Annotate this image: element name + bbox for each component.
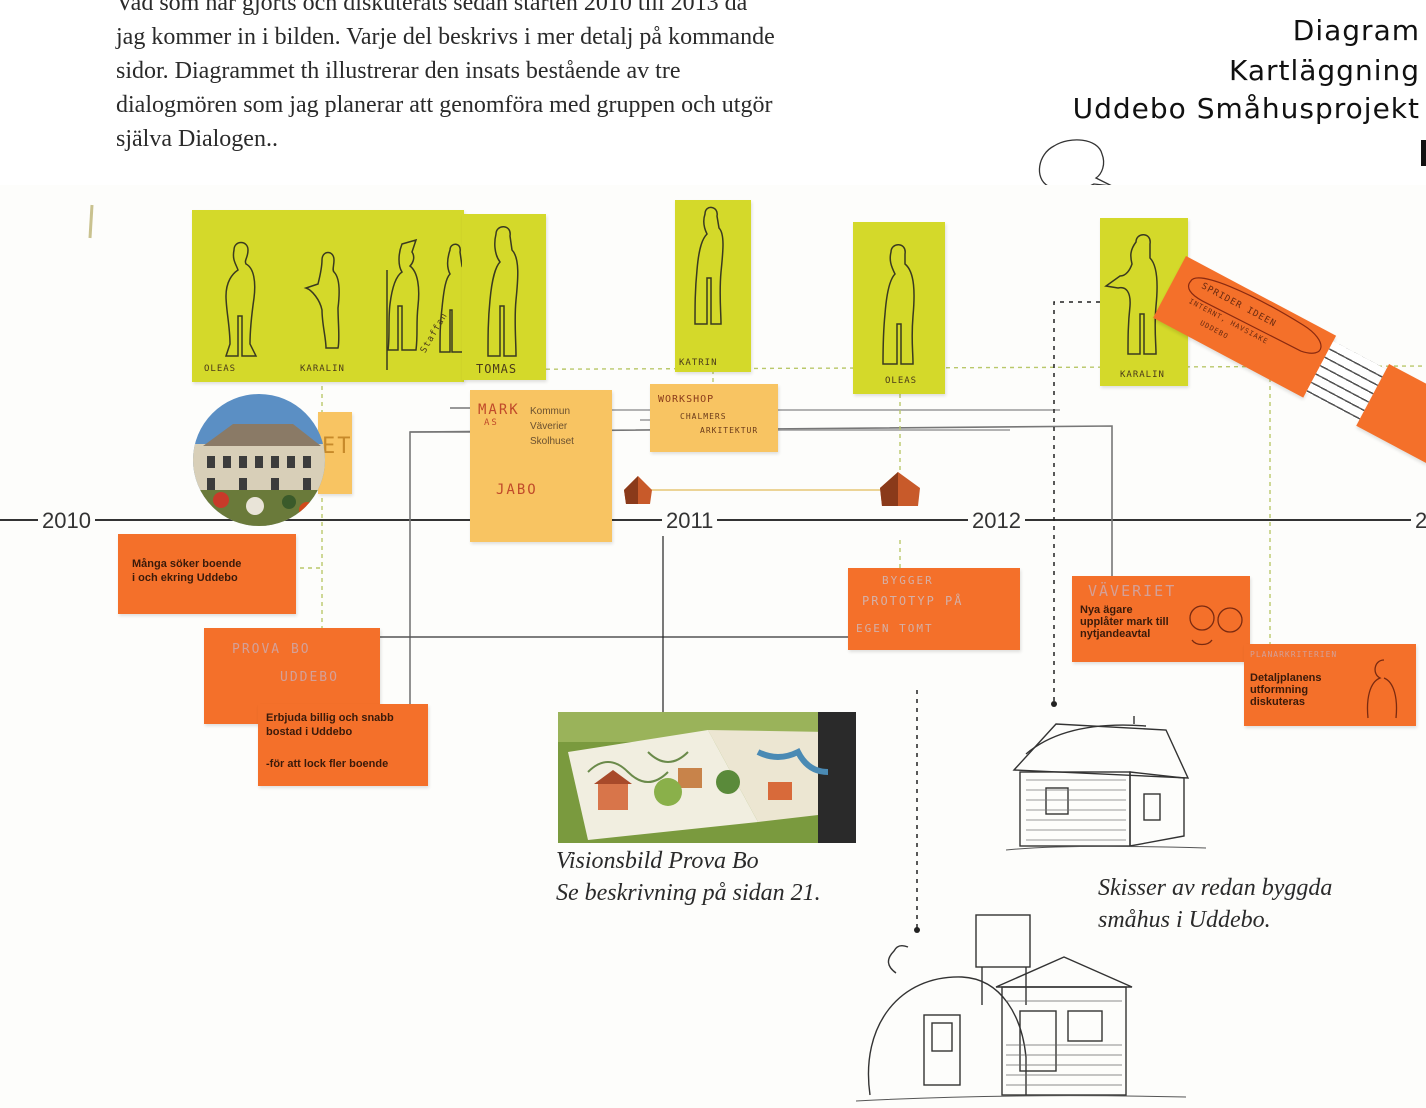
bygger-note: BYGGER PROTOTYP PÅ EGEN TOMT — [848, 568, 1020, 650]
bygger-text: BYGGER — [882, 574, 934, 587]
prova-detail-text: -för att lock fler boende — [266, 758, 389, 770]
person-sketch-icon — [882, 244, 915, 365]
prova-title: UDDEBO — [280, 670, 339, 685]
prova-detail-text: bostad i Uddebo — [266, 726, 353, 738]
person-label: OLEAS — [204, 364, 237, 374]
vision-image — [558, 712, 856, 843]
year-label: 2012 — [968, 508, 1025, 534]
small-house-icon — [880, 472, 920, 506]
sprider-group: SPRIDER IDEEN INTERNT, HAVSIAKE UDDEBO — [1083, 256, 1426, 591]
prova-bo-detail-note: Erbjuda billig och snabb bostad i Uddebo… — [258, 704, 428, 786]
prova-title: PROVA BO — [232, 642, 311, 657]
bygger-text: EGEN TOMT — [856, 622, 934, 635]
intro-line: Vad som har gjorts och diskuterats sedan… — [116, 0, 748, 16]
house-sketch-drawing — [1006, 716, 1207, 851]
et-note-text: ET — [322, 434, 353, 459]
plan-text: diskuteras — [1250, 696, 1306, 708]
caption-line: Skisser av redan byggda — [1098, 875, 1333, 901]
workshop-label: WORKSHOP — [658, 394, 715, 405]
speech-bubble-icon — [1187, 277, 1322, 354]
intro-line: sidor. Diagrammet th illustrerar den ins… — [116, 58, 681, 84]
intro-line: själva Dialogen.. — [116, 126, 278, 152]
person-sketch-icon — [1366, 659, 1398, 719]
jabo-label: JABO — [496, 482, 538, 498]
prova-detail-text: Erbjuda billig och snabb — [266, 712, 394, 724]
intro-line: dialogmören som jag planerar att genomfö… — [116, 92, 773, 118]
workshop-sub: CHALMERS — [680, 412, 727, 421]
vision-sketch-image — [558, 712, 856, 843]
person-sketch-icon — [694, 206, 724, 325]
people-sketch-icon — [224, 238, 464, 370]
mark-item: Skolhuset — [530, 436, 574, 447]
person-label: KARALIN — [1120, 370, 1165, 380]
person-sketch-icon — [1104, 234, 1158, 355]
mark-item: Väverier — [530, 421, 568, 432]
planarkriterien-note: PLANARKRITERIEN Detaljplanens utformning… — [1244, 644, 1416, 726]
intro-line: jag kommer in i bilden. Varje del beskri… — [116, 24, 775, 50]
year-label: 2010 — [38, 508, 95, 534]
manga-text: i och ekring Uddebo — [132, 572, 238, 584]
person-note-tomas: TOMAS — [462, 214, 546, 380]
house-photo-circle — [193, 394, 325, 526]
person-label: KARALIN — [300, 364, 345, 374]
plan-text: Detaljplanens — [1250, 672, 1322, 684]
manga-note: Många söker boende i och ekring Uddebo — [118, 534, 296, 614]
mark-sub-label: AS — [484, 418, 499, 428]
sprider-note: SPRIDER IDEEN INTERNT, HAVSIAKE UDDEBO — [1153, 256, 1337, 398]
person-label: TOMAS — [476, 362, 518, 376]
header-title-uddebo: Uddebo Småhusprojekt — [1072, 92, 1420, 125]
mark-jabo-note: MARK AS Kommun Väverier Skolhuset JABO — [470, 390, 612, 542]
person-note-katrin: KATRIN — [675, 200, 751, 372]
year-label: 2 — [1411, 508, 1426, 534]
person-label: OLEAS — [885, 376, 918, 386]
person-sketch-icon — [487, 226, 519, 357]
intro-paragraph: Vad som har gjorts och diskuterats sedan… — [116, 0, 936, 156]
mark-items: Kommun Väverier Skolhuset — [530, 404, 574, 449]
vision-caption: Visionsbild Prova Bo Se beskrivning på s… — [556, 845, 821, 909]
person-note-oleas: OLEAS — [853, 222, 945, 394]
caption-line: Visionsbild Prova Bo — [556, 848, 759, 874]
people-group-note: OLEAS KARALIN Staffan — [192, 210, 464, 382]
faces-sketch-icon — [1189, 605, 1243, 646]
bygger-text: PROTOTYP PÅ — [862, 594, 964, 608]
small-house-icon — [624, 476, 652, 504]
plan-title: PLANARKRITERIEN — [1250, 650, 1338, 659]
workshop-note: WORKSHOP CHALMERS ARKITEKTUR — [650, 384, 778, 452]
page-marker — [1421, 140, 1426, 166]
vaveriet-text: upplåter mark till — [1080, 616, 1169, 628]
mark-item: Kommun — [530, 406, 571, 417]
year-label: 2011 — [662, 508, 718, 534]
vaveriet-note: VÄVERIET Nya ägare upplåter mark till ny… — [1072, 576, 1250, 662]
mark-label: MARK — [478, 402, 520, 418]
person-label: KATRIN — [679, 358, 718, 368]
plan-text: utformning — [1250, 684, 1309, 696]
vaveriet-text: nytjandeavtal — [1080, 628, 1151, 640]
header-title-diagram: Diagram — [1292, 14, 1420, 47]
manga-text: Många söker boende — [132, 558, 242, 570]
caption-line: småhus i Uddebo. — [1098, 907, 1271, 933]
vaveriet-title: VÄVERIET — [1088, 582, 1177, 600]
skisser-caption: Skisser av redan byggda småhus i Uddebo. — [1098, 872, 1332, 936]
cabin-sketch-drawing — [856, 914, 1187, 1102]
header-title-kartlaggning: Kartläggning — [1228, 54, 1420, 87]
workshop-sub: ARKITEKTUR — [700, 426, 759, 435]
caption-line: Se beskrivning på sidan 21. — [556, 880, 821, 906]
vaveriet-text: Nya ägare — [1080, 604, 1133, 616]
